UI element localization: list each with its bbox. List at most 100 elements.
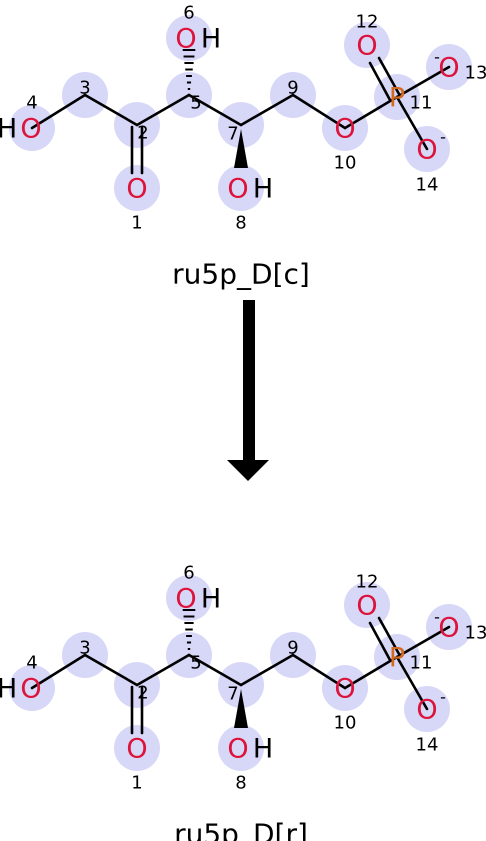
- atom-index-8: 8: [235, 213, 246, 234]
- atom-label-14: O-: [416, 128, 446, 166]
- atom-symbol-1: O: [126, 174, 147, 205]
- bond-11-12-a: [368, 61, 392, 102]
- bond-5-7: [187, 653, 243, 687]
- atom-hydrogen-6: H: [201, 584, 221, 615]
- atom-index-1: 1: [131, 213, 142, 234]
- atom-index-11: 11: [410, 653, 433, 674]
- atom-symbol-11: P: [389, 83, 405, 114]
- bond-3-4: [30, 93, 87, 130]
- atom-label-11: P: [389, 83, 405, 114]
- atom-label-1: O: [126, 174, 147, 205]
- atom-index-1: 1: [131, 773, 142, 794]
- atom-label-13: O-: [434, 608, 460, 644]
- bond-11-12-b: [377, 56, 401, 96]
- bond-10-11: [343, 655, 399, 690]
- atom-index-3: 3: [79, 638, 90, 659]
- atom-hydrogen-8: H: [253, 734, 273, 765]
- atom-label-12: O: [356, 591, 377, 622]
- atom-symbol-6: O: [175, 24, 196, 55]
- atom-label-13: O-: [434, 48, 460, 84]
- atom-index-3: 3: [79, 78, 90, 99]
- atom-index-11: 11: [410, 93, 433, 114]
- atom-symbol-12: O: [356, 591, 377, 622]
- atom-symbol-8: O: [227, 734, 248, 765]
- atom-index-9: 9: [287, 78, 298, 99]
- bond-2-3: [83, 93, 139, 127]
- atom-charge-14: -: [440, 688, 446, 707]
- stereo-hash-bond-5-6: [182, 49, 196, 90]
- atom-symbol-13: O: [438, 613, 459, 644]
- bond-11-12-b: [377, 616, 401, 656]
- bond-3-4: [30, 653, 87, 690]
- atom-index-6: 6: [183, 3, 194, 24]
- atom-index-2: 2: [137, 123, 148, 144]
- atom-symbol-8: O: [227, 174, 248, 205]
- atom-index-13: 13: [465, 623, 486, 644]
- atom-highlight-8: [218, 725, 264, 771]
- atom-symbol-1: O: [126, 734, 147, 765]
- atom-symbol-13: O: [438, 53, 459, 84]
- atom-highlight-12: [344, 582, 390, 628]
- bond-11-14: [395, 95, 429, 151]
- atom-index-10: 10: [334, 153, 357, 174]
- stereo-wedge-bond-7-8: [234, 129, 248, 168]
- atom-charge-13: -: [434, 48, 440, 67]
- bond-7-9: [239, 653, 295, 687]
- bond-11-12-a: [368, 621, 392, 662]
- atom-index-6: 6: [183, 563, 194, 584]
- atom-symbol-10: O: [334, 674, 355, 705]
- reaction-arrow-shaft: [243, 300, 255, 462]
- bond-7-9: [239, 93, 295, 127]
- atom-index-14: 14: [416, 735, 439, 756]
- atom-index-10: 10: [334, 713, 357, 734]
- atom-hydrogen-4: H: [0, 114, 17, 145]
- atom-index-9: 9: [287, 638, 298, 659]
- atom-symbol-12: O: [356, 31, 377, 62]
- atom-label-11: P: [389, 643, 405, 674]
- atom-index-12: 12: [356, 572, 379, 593]
- molecule-name: ru5p_D[r]: [174, 818, 308, 841]
- molecule-name: ru5p_D[c]: [172, 258, 310, 291]
- atom-index-5: 5: [190, 93, 201, 114]
- atom-charge-14: -: [440, 128, 446, 147]
- reaction-arrow-head: [227, 460, 269, 481]
- atom-hydrogen-6: H: [201, 24, 221, 55]
- atom-index-8: 8: [235, 773, 246, 794]
- atom-label-12: O: [356, 31, 377, 62]
- atom-highlight-1: [114, 165, 160, 211]
- atom-label-14: O-: [416, 688, 446, 726]
- atom-charge-13: -: [434, 608, 440, 627]
- bond-11-14: [395, 655, 429, 711]
- atom-symbol-4: O: [20, 114, 41, 145]
- atom-highlight-8: [218, 165, 264, 211]
- bond-9-10: [291, 653, 347, 690]
- atom-hydrogen-4: H: [0, 674, 17, 705]
- atom-symbol-6: O: [175, 584, 196, 615]
- atom-index-4: 4: [26, 93, 37, 114]
- atom-index-14: 14: [416, 175, 439, 196]
- atom-index-7: 7: [227, 124, 238, 145]
- atom-symbol-14: O: [416, 135, 437, 166]
- stereo-hash-bond-5-6: [182, 609, 196, 650]
- atom-label-10: O: [334, 674, 355, 705]
- atom-hydrogen-8: H: [253, 174, 273, 205]
- bond-10-11: [343, 95, 399, 130]
- atom-highlight-12: [344, 22, 390, 68]
- bond-11-13: [395, 65, 451, 99]
- reaction-arrow: [227, 300, 269, 481]
- atom-symbol-11: P: [389, 643, 405, 674]
- bond-9-10: [291, 93, 347, 130]
- atom-index-7: 7: [227, 684, 238, 705]
- atom-label-10: O: [334, 114, 355, 145]
- atom-label-1: O: [126, 734, 147, 765]
- atom-symbol-4: O: [20, 674, 41, 705]
